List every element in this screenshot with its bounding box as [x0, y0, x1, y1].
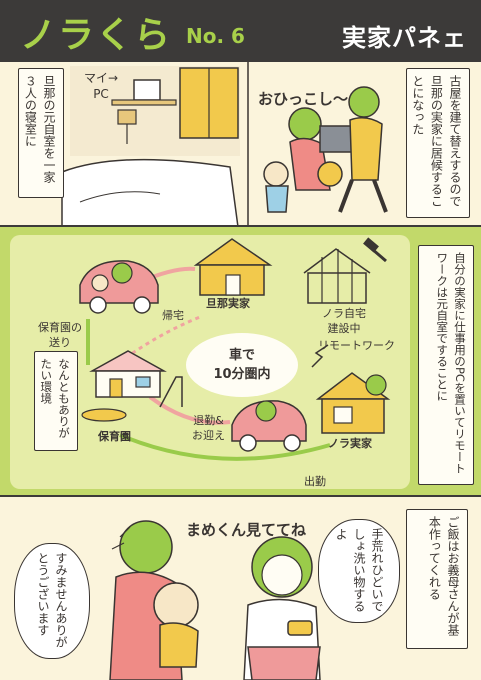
note-my-pc: マイ→ PC — [83, 71, 119, 102]
baby-body-icon — [159, 622, 199, 668]
slide-icon — [159, 376, 183, 408]
issue-number: No. 6 — [186, 24, 245, 48]
construction-home-icon — [303, 248, 371, 274]
panel-divider-1 — [0, 225, 481, 227]
label-remote-work: リモートワーク — [318, 339, 395, 352]
caption-meals: ご飯はお義母さんが基本作ってくれる — [406, 509, 468, 649]
panel-mother-in-law: まめくん見ててね すみませんありがとうございます 手荒れひどいでしょ洗い物するよ… — [0, 497, 481, 680]
caption-living-arrangement: 古屋を建て替えするので旦那の実家に居候することになった — [406, 68, 470, 218]
center-distance-badge: 車で 10分圏内 — [186, 333, 298, 397]
baby-head-icon — [153, 582, 199, 628]
label-nursery: 保育園 — [98, 430, 131, 443]
header-bar: ノラくら No. 6 実家パネェ — [0, 0, 481, 62]
baby-body-icon — [265, 185, 289, 213]
panel-divider-2 — [0, 495, 481, 497]
panel-3-illustration — [109, 520, 321, 680]
food-dish-icon — [287, 620, 313, 636]
center-line-2: 10分圏内 — [213, 367, 271, 382]
panel-moving-in: 旦那の元自室を一家３人の寝室に マイ→ PC おひっこし〜 古屋を建て替えするの… — [0, 62, 481, 227]
panel-1-illustration — [61, 62, 388, 227]
speech-bubble-dishes: 手荒れひどいでしょ洗い物するよ — [318, 519, 400, 623]
laptop-icon — [333, 406, 353, 424]
label-commute: 出勤 — [304, 475, 326, 488]
label-own-home: ノラ自宅 建設中 — [322, 307, 366, 335]
arrow-pickup — [148, 395, 231, 425]
computer-monitor-icon — [133, 79, 161, 101]
chair-icon — [117, 109, 137, 125]
arrow-commute — [119, 433, 331, 461]
father-head-icon — [348, 86, 380, 118]
label-return-home: 帰宅 — [162, 309, 184, 322]
caption-bedroom: 旦那の元自室を一家３人の寝室に — [18, 68, 64, 198]
caption-grateful: なんともありがたい環境 — [34, 351, 78, 451]
bag-icon — [317, 161, 343, 187]
mother-head-icon — [288, 107, 322, 141]
speech-bubble-thanks: すみませんありがとうございます — [14, 543, 90, 659]
sandbox-icon — [81, 408, 127, 422]
label-nora-home: ノラ実家 — [328, 437, 372, 450]
father-body-icon — [349, 117, 383, 181]
sfx-watch-baby: まめくん見ててね — [186, 521, 307, 539]
center-line-1: 車で — [228, 347, 255, 363]
baby-head-icon — [263, 161, 289, 187]
label-husband-home: 旦那実家 — [206, 297, 250, 310]
futon-icon — [61, 158, 239, 227]
lightning-icon — [311, 344, 329, 368]
label-commute-pickup: 退勤& お迎え — [192, 414, 225, 442]
episode-title: 実家パネェ — [342, 24, 467, 52]
series-title: ノラくら — [20, 15, 173, 56]
caption-remote-work: 自分の実家に仕事用のPCを置いてリモートワークは元自室ですることに — [418, 245, 474, 485]
desk-icon — [111, 99, 177, 106]
label-dropoff: 保育園の 送り — [38, 321, 82, 349]
sfx-moving: おひっこし〜 — [258, 90, 349, 108]
